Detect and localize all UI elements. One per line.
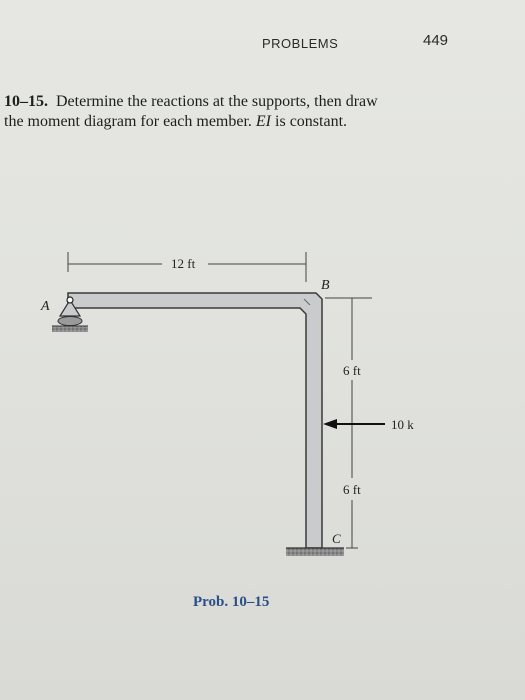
load-label: 10 k <box>391 417 414 432</box>
section-header: PROBLEMS <box>262 36 339 51</box>
dim-upper-label: 6 ft <box>343 363 361 378</box>
problem-line-2-start: the moment diagram for each member. <box>4 113 256 130</box>
label-a: A <box>40 299 50 314</box>
page-number: 449 <box>423 32 449 49</box>
load-arrow: 10 k <box>323 417 414 432</box>
dim-top-label: 12 ft <box>171 256 196 271</box>
problem-line-2-end: is constant. <box>271 113 348 130</box>
label-c: C <box>332 531 341 546</box>
label-b: B <box>321 278 330 293</box>
problem-line-1: Determine the reactions at the supports,… <box>56 93 378 110</box>
dimension-vertical: 6 ft 6 ft <box>325 297 372 549</box>
dim-lower-label: 6 ft <box>343 482 361 497</box>
problem-statement: 10–15. Determine the reactions at the sup… <box>4 92 474 132</box>
figure-caption: Prob. 10–15 <box>193 594 270 610</box>
dimension-12ft: 12 ft <box>67 252 307 282</box>
frame-member <box>67 292 323 549</box>
fixed-support-c <box>286 547 344 556</box>
problem-line-2-italic: EI <box>255 113 272 130</box>
pin-support-a <box>52 296 88 332</box>
problem-number: 10–15. <box>4 93 48 110</box>
